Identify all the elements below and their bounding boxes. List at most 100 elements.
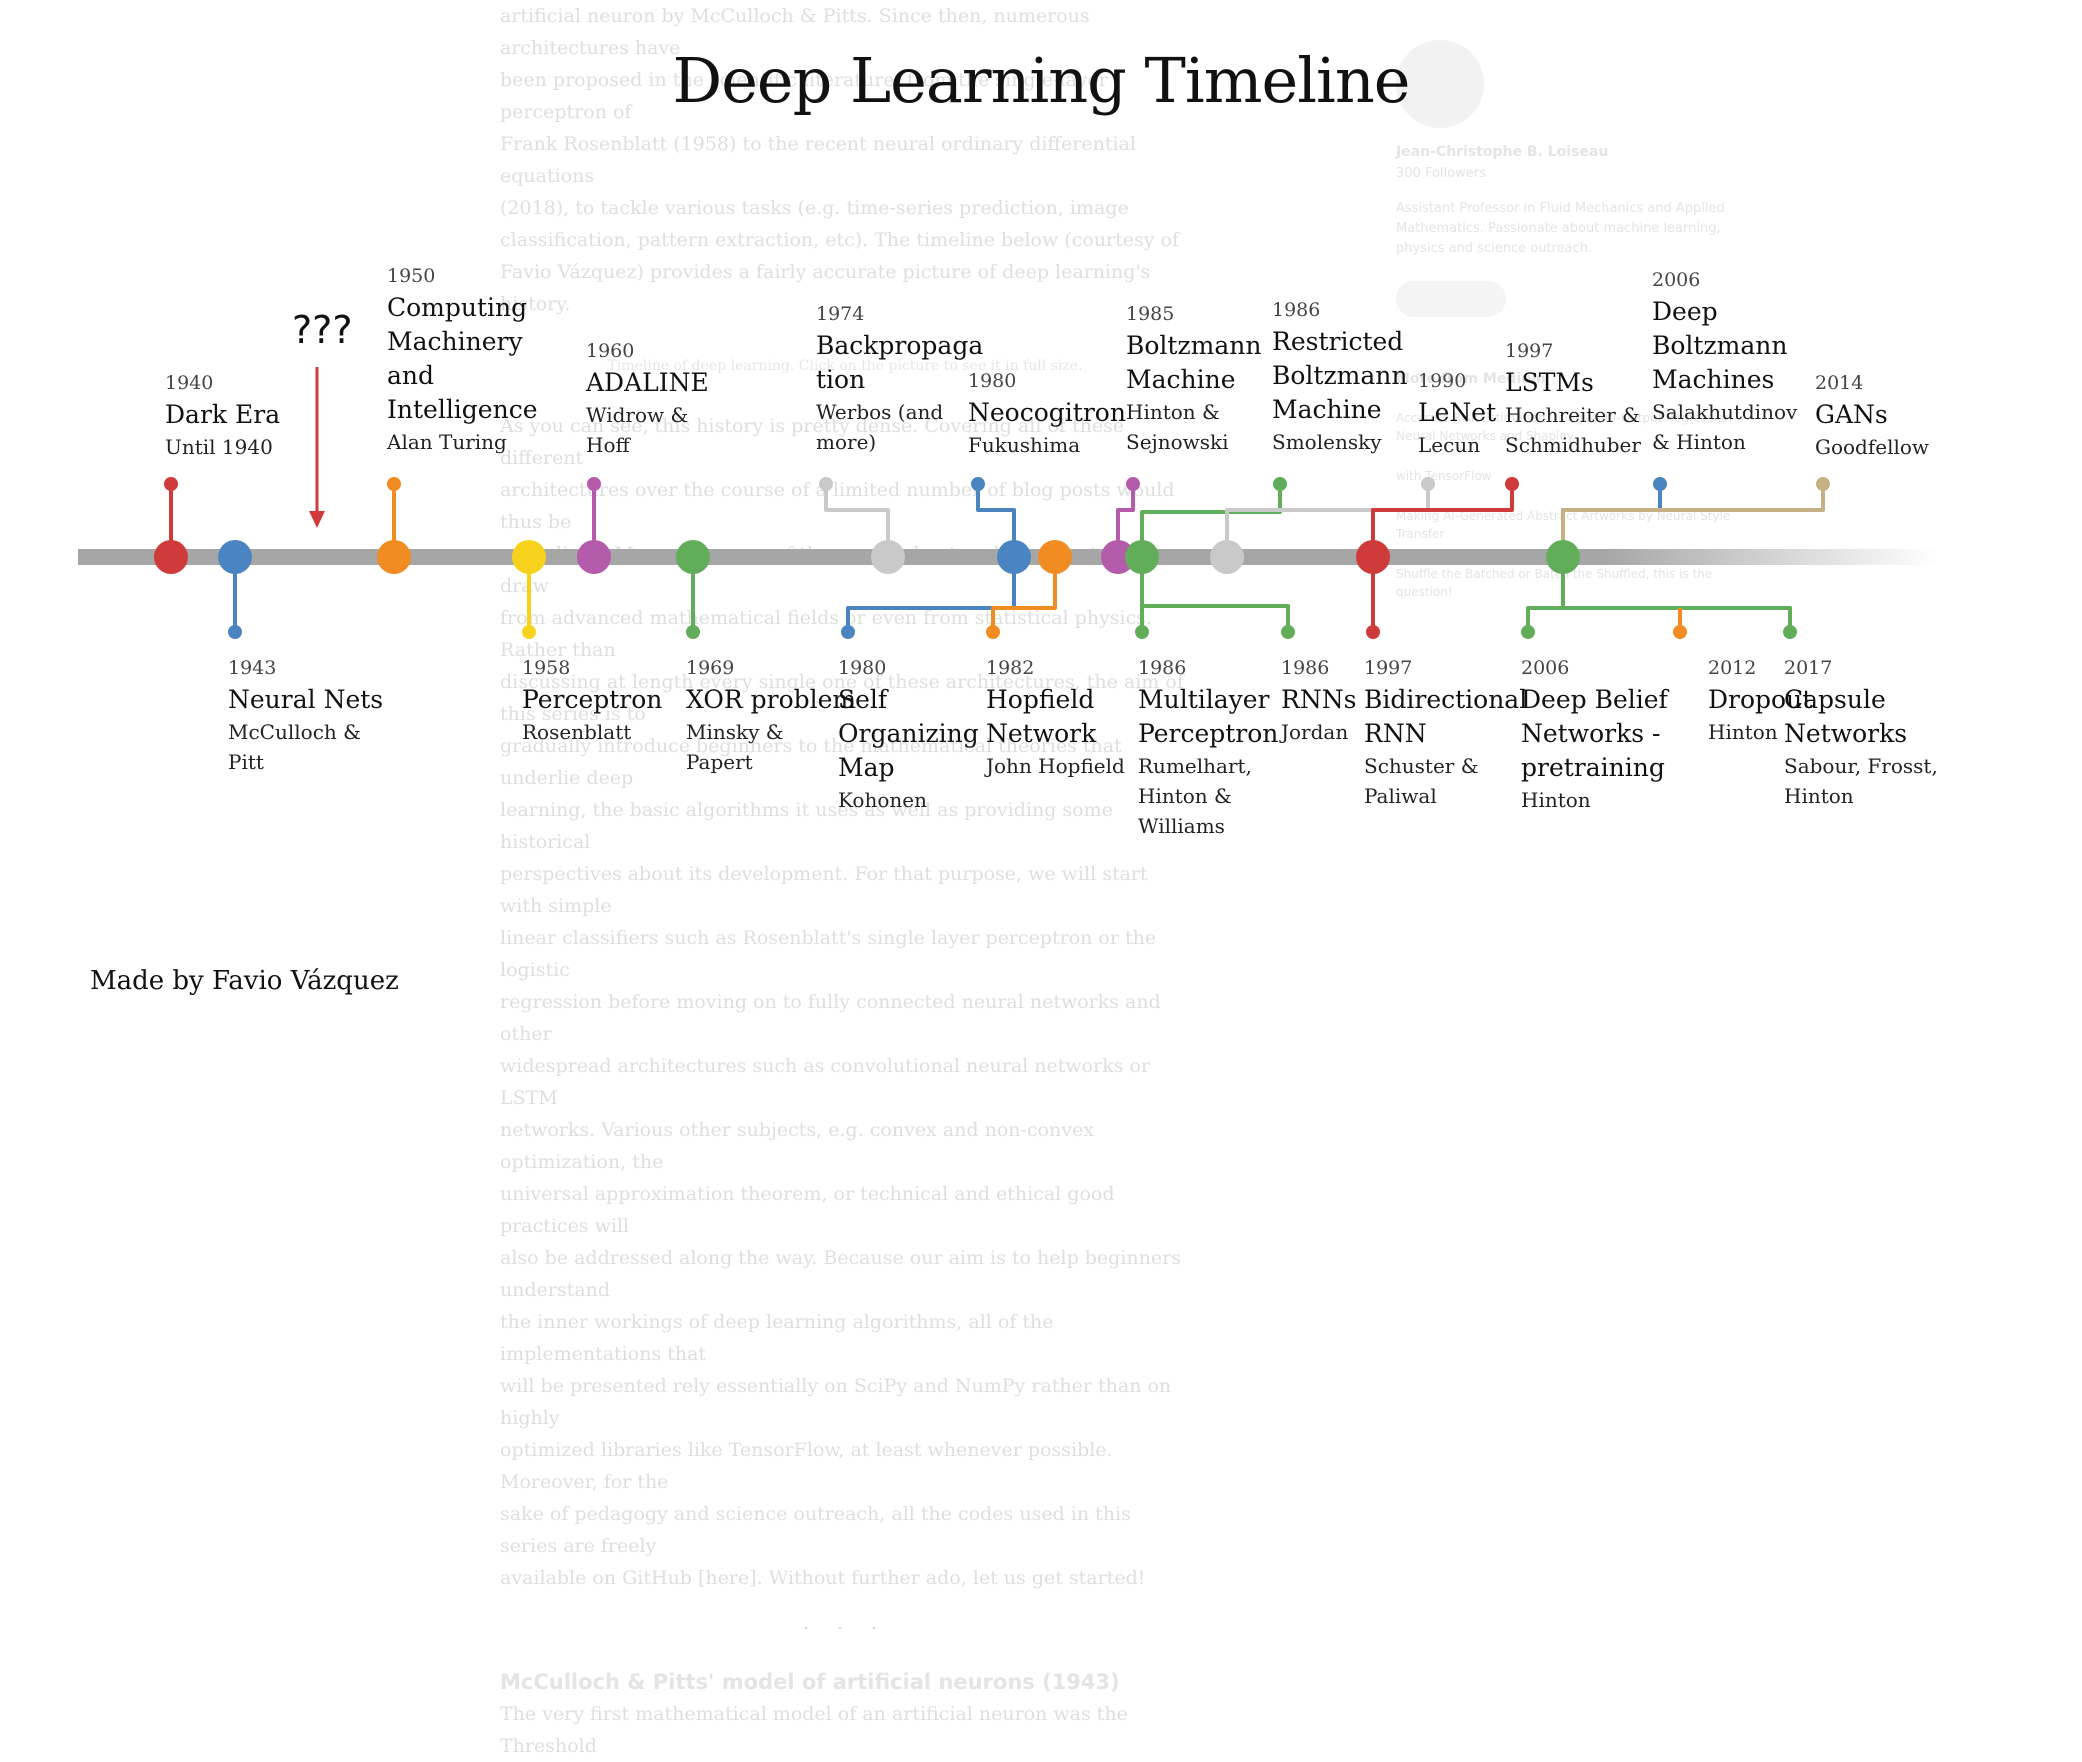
event-name: ComputingMachineryandIntelligence — [387, 291, 538, 427]
connector-line — [1118, 484, 1133, 549]
timeline-node — [377, 540, 411, 574]
event-label-1950: 1950ComputingMachineryandIntelligenceAla… — [387, 265, 538, 457]
event-label-1997-brnn: 1997BidirectionalRNNSchuster &Paliwal — [1364, 657, 1527, 811]
event-year: 1997 — [1505, 340, 1641, 362]
connector-line — [848, 565, 1014, 632]
connector-end-dot — [1521, 625, 1535, 639]
event-author: John Hopfield — [986, 751, 1125, 781]
event-year: 1940 — [165, 372, 280, 394]
event-label-1974: 1974BackpropagationWerbos (andmore) — [816, 303, 983, 457]
event-name: RNNs — [1281, 683, 1356, 717]
connector-end-dot — [841, 625, 855, 639]
event-author: McCulloch &Pitt — [228, 717, 383, 777]
article-line: will be presented rely essentially on Sc… — [500, 1370, 1190, 1434]
event-author: Smolensky — [1272, 427, 1407, 457]
event-label-1940: 1940Dark EraUntil 1940 — [165, 372, 280, 462]
event-author: Rumelhart,Hinton &Williams — [1138, 751, 1278, 841]
stem-end-dot — [1366, 625, 1380, 639]
connector-end-dot — [1421, 477, 1435, 491]
timeline-node — [512, 540, 546, 574]
event-year: 1986 — [1138, 657, 1278, 679]
event-name: XOR problem — [686, 683, 856, 717]
event-author: Fukushima — [968, 430, 1126, 460]
connector-line — [1227, 484, 1428, 549]
event-year: 1990 — [1418, 370, 1496, 392]
timeline-node — [577, 540, 611, 574]
connector-end-dot — [986, 625, 1000, 639]
event-year: 1986 — [1272, 299, 1407, 321]
event-author: Alan Turing — [387, 427, 538, 457]
event-label-1986-rbm: 1986RestrictedBoltzmannMachineSmolensky — [1272, 299, 1407, 457]
connector-line — [1142, 484, 1280, 549]
connector-end-dot — [1783, 625, 1797, 639]
event-label-1969: 1969XOR problemMinsky &Papert — [686, 657, 856, 777]
event-name: GANs — [1815, 398, 1929, 432]
connector-end-dot — [1505, 477, 1519, 491]
connector-end-dot — [1653, 477, 1667, 491]
event-author: Widrow &Hoff — [586, 400, 709, 460]
stem-end-dot — [587, 477, 601, 491]
connector-line — [1563, 565, 1790, 632]
event-year: 1969 — [686, 657, 856, 679]
event-author: Rosenblatt — [522, 717, 662, 747]
article-line: available on GitHub [here]. Without furt… — [500, 1562, 1190, 1594]
article-line: widespread architectures such as convolu… — [500, 1050, 1190, 1114]
timeline-node — [997, 540, 1031, 574]
event-label-1980-neocogitron: 1980NeocogitronFukushima — [968, 370, 1126, 460]
timeline-node — [154, 540, 188, 574]
event-author: Schuster &Paliwal — [1364, 751, 1527, 811]
article-line: optimized libraries like TensorFlow, at … — [500, 1434, 1190, 1498]
connector-line — [978, 484, 1014, 549]
event-year: 1985 — [1126, 303, 1261, 325]
connector-end-dot — [1273, 477, 1287, 491]
event-name: LSTMs — [1505, 366, 1641, 400]
event-year: 1943 — [228, 657, 383, 679]
connector-end-dot — [1135, 625, 1149, 639]
timeline-node — [1356, 540, 1390, 574]
connector-end-dot — [971, 477, 985, 491]
event-author: Minsky &Papert — [686, 717, 856, 777]
event-label-1980-som: 1980SelfOrganizingMapKohonen — [838, 657, 979, 815]
connector-line — [1373, 484, 1512, 549]
connector-line — [826, 484, 888, 549]
event-name: MultilayerPerceptron — [1138, 683, 1278, 751]
event-author: Kohonen — [838, 785, 979, 815]
article-line: also be addressed along the way. Because… — [500, 1242, 1190, 1306]
unknown-era-marker: ??? — [292, 308, 353, 352]
event-label-1986-rnn: 1986RNNsJordan — [1281, 657, 1356, 747]
event-author: Jordan — [1281, 717, 1356, 747]
connector-line — [1563, 484, 1660, 549]
event-author: Goodfellow — [1815, 432, 1929, 462]
timeline-node — [218, 540, 252, 574]
event-year: 2017 — [1784, 657, 1938, 679]
event-year: 2006 — [1521, 657, 1668, 679]
event-year: 1997 — [1364, 657, 1527, 679]
timeline-node — [676, 540, 710, 574]
connector-end-dot — [1126, 477, 1140, 491]
event-name: Dark Era — [165, 398, 280, 432]
event-name: Perceptron — [522, 683, 662, 717]
section-heading: McCulloch & Pitts' model of artificial n… — [500, 1666, 1190, 1698]
event-year: 2014 — [1815, 372, 1929, 394]
event-name: ADALINE — [586, 366, 709, 400]
stem-end-dot — [164, 477, 178, 491]
stem-end-dot — [686, 625, 700, 639]
event-name: Neural Nets — [228, 683, 383, 717]
article-line: universal approximation theorem, or tech… — [500, 1178, 1190, 1242]
event-author: Werbos (andmore) — [816, 397, 983, 457]
event-year: 1960 — [586, 340, 709, 362]
